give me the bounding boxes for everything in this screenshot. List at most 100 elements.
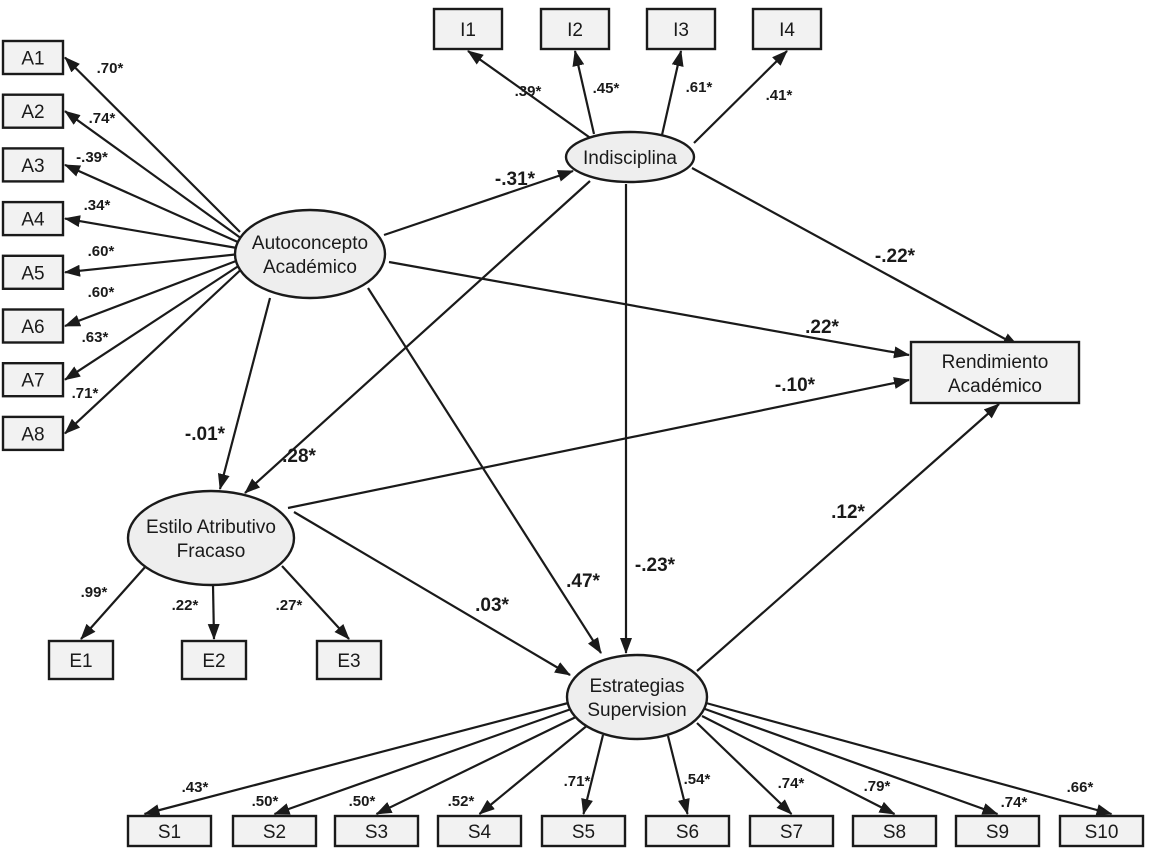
latent-autoconcepto-label-2: Académico [263, 257, 357, 278]
indicator-a8-label: A8 [21, 424, 44, 445]
indicator-s5: S5 [540, 814, 627, 848]
structural-path-8 [367, 287, 602, 654]
structural-path-4 [287, 377, 910, 510]
latent-estilo-label-2: Fracaso [177, 541, 246, 562]
loading-label-s1: .43* [182, 779, 209, 796]
structural-path-1 [383, 169, 574, 237]
loading-arrow-i3 [660, 50, 684, 136]
indicator-a5: A5 [1, 254, 65, 291]
loading-label-s2: .50* [252, 793, 279, 810]
loading-arrow-a5 [64, 252, 241, 277]
indicator-e3: E3 [315, 639, 383, 681]
loading-arrow-i2 [572, 50, 596, 135]
indicator-s3-label: S3 [365, 822, 388, 843]
loading-arrow-i1 [467, 50, 597, 143]
loading-label-i3: .61* [686, 79, 713, 96]
structural-path-5 [217, 297, 272, 490]
path-coefficient-estilo-to-rendimiento: -.10* [775, 375, 816, 396]
indicator-a1-label: A1 [21, 49, 44, 70]
indicator-e3-label: E3 [337, 651, 360, 672]
path-coefficient-autoconcepto-to-estilo: -.01* [185, 424, 226, 445]
indicator-a4: A4 [1, 200, 65, 237]
path-coefficient-estilo-to-estrategias: .03* [475, 595, 509, 616]
loading-label-e1: .99* [81, 584, 108, 601]
latent-estrategias-label-2: Supervision [587, 700, 686, 721]
indicator-i3: I3 [645, 7, 717, 51]
loading-arrow-e2 [207, 584, 220, 640]
structural-path-3 [388, 260, 910, 359]
indicator-e1-label: E1 [69, 651, 92, 672]
loading-arrow-a7 [64, 264, 241, 381]
structural-path-6 [244, 180, 591, 494]
loading-label-i4: .41* [766, 87, 793, 104]
loading-arrow-s5 [581, 734, 605, 815]
loading-arrow-a3 [64, 163, 241, 245]
loading-label-e2: .22* [172, 597, 199, 614]
loading-label-a3: -.39* [76, 149, 108, 166]
loading-label-a7: .63* [82, 329, 109, 346]
loading-label-s8: .79* [864, 778, 891, 795]
indicator-s10-label: S10 [1085, 822, 1119, 843]
indicator-a7: A7 [1, 362, 65, 398]
latent-indisciplina: Indisciplina [564, 130, 696, 184]
loading-arrow-s7 [696, 722, 793, 815]
structural-path-2 [691, 167, 1019, 347]
indicator-s9-label: S9 [986, 822, 1009, 843]
indicator-s4: S4 [436, 814, 523, 848]
structural-path-10 [293, 511, 571, 676]
indicator-s9: S9 [954, 814, 1041, 848]
loading-label-s4: .52* [448, 793, 475, 810]
path-coefficient-indisciplina-to-estrategias: -.23* [635, 555, 676, 576]
loading-label-a5: .60* [88, 243, 115, 260]
indicator-i2-label: I2 [567, 20, 583, 41]
indicator-s8-label: S8 [883, 822, 906, 843]
indicator-e2: E2 [180, 639, 248, 681]
indicator-a6: A6 [1, 308, 65, 344]
indicator-a5-label: A5 [21, 263, 44, 284]
indicator-s6-label: S6 [676, 822, 699, 843]
loading-arrow-s3 [375, 714, 581, 815]
indicator-a6-label: A6 [21, 317, 44, 338]
indicator-s3: S3 [333, 814, 420, 848]
indicator-a2: A2 [1, 93, 65, 129]
indicator-i2: I2 [539, 7, 611, 51]
path-coefficient-autoconcepto-to-estrategias: .47* [566, 571, 600, 592]
loading-arrow-s1 [143, 700, 573, 817]
path-coefficient-estrategias-to-rendimiento: .12* [831, 502, 865, 523]
indicator-i4: I4 [751, 7, 823, 51]
indicator-s7-label: S7 [780, 822, 803, 843]
indicator-a3-label: A3 [21, 156, 44, 177]
indicator-s2-label: S2 [263, 822, 286, 843]
indicator-a4-label: A4 [21, 210, 45, 231]
indicator-i3-label: I3 [673, 20, 689, 41]
loading-arrow-a2 [64, 110, 241, 239]
latent-estrategias-label-1: Estrategias [589, 676, 684, 697]
loading-label-a1: .70* [97, 60, 124, 77]
path-arrows [64, 50, 1113, 817]
loading-label-s7: .74* [778, 775, 805, 792]
indicator-s1: S1 [126, 814, 213, 848]
loading-arrow-s6 [666, 735, 690, 815]
loading-label-i1: .39* [515, 83, 542, 100]
indicator-s7: S7 [748, 814, 835, 848]
outcome-label-line-2: Académico [948, 376, 1042, 397]
loading-arrow-e3 [281, 565, 350, 640]
loading-arrow-a1 [64, 56, 241, 233]
loading-label-s6: .54* [684, 771, 711, 788]
latent-indisciplina-label-1: Indisciplina [583, 148, 677, 169]
structural-path-7 [696, 403, 1000, 672]
loading-arrow-a6 [64, 258, 241, 328]
path-coefficient-autoconcepto-to-rendimiento: .22* [805, 317, 839, 338]
indicator-a3: A3 [1, 147, 65, 183]
outcome-label-line-1: Rendimiento [942, 352, 1049, 373]
loading-arrow-e1 [80, 565, 147, 640]
indicator-s4-label: S4 [468, 822, 492, 843]
latent-autoconcepto-label-1: Autoconcepto [252, 233, 368, 254]
loading-arrow-i4 [693, 50, 788, 144]
loading-arrow-s4 [478, 723, 590, 815]
